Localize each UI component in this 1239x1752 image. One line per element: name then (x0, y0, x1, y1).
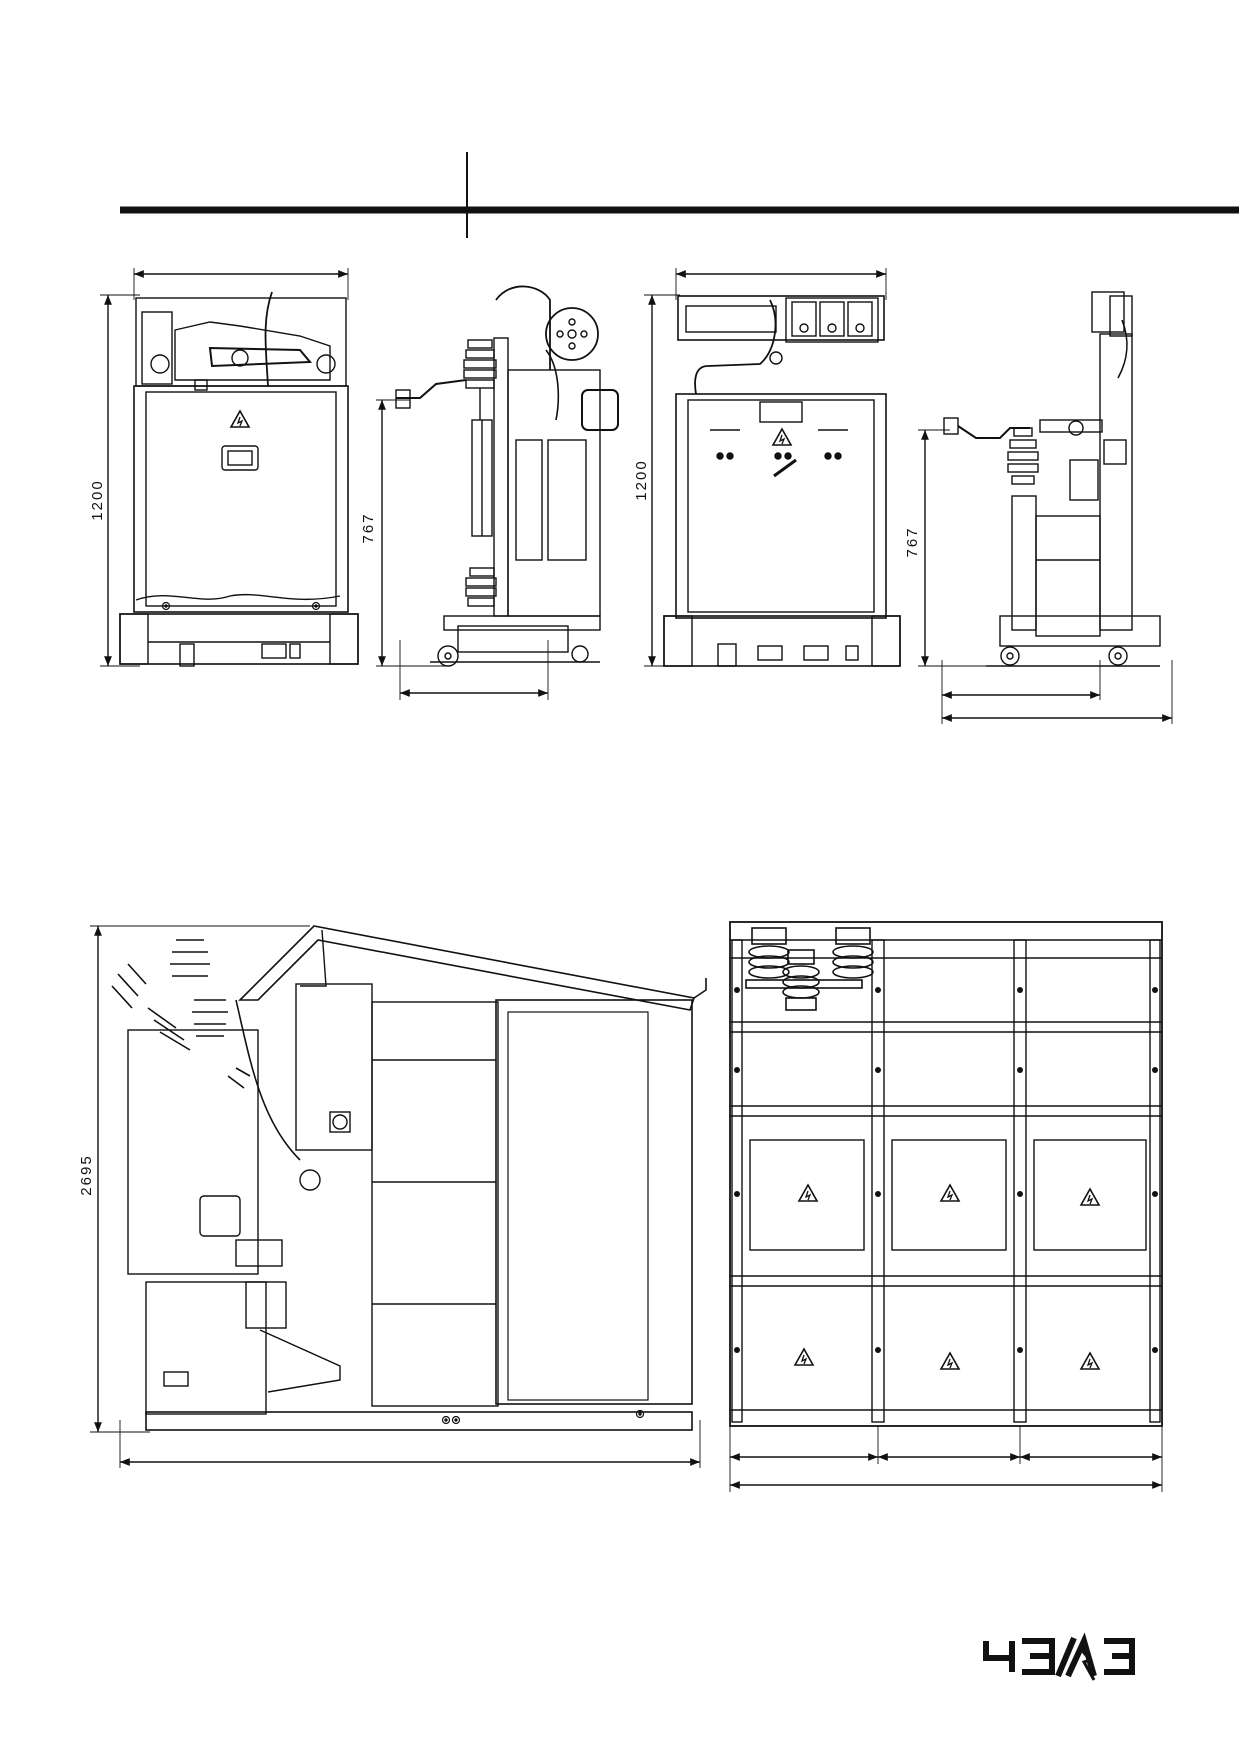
front-view-a (100, 268, 359, 667)
dim-label-side-a-height: 767 (360, 512, 377, 543)
dim-label-front-a-height: 1200 (89, 479, 106, 520)
dim-label-front-b-height: 1200 (633, 459, 650, 500)
cubicle-front-elevation (729, 921, 1163, 1492)
title-block-rule (120, 152, 1239, 238)
dim-label-side-b-height: 767 (904, 526, 921, 557)
front-view-b (644, 268, 901, 667)
company-logo (983, 1632, 1135, 1681)
cubicle-side-section (90, 925, 707, 1468)
dim-label-cubicle-height: 2695 (78, 1154, 95, 1195)
side-view-a (376, 285, 619, 700)
side-view-b (918, 291, 1173, 724)
